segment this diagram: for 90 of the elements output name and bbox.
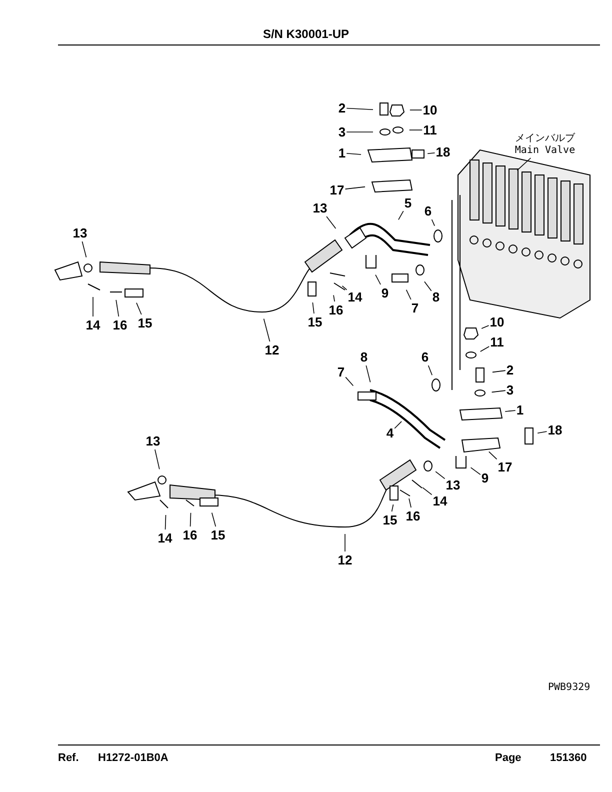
leader-line [375,274,381,285]
callout-number: 17 [330,182,344,198]
callout-number: 10 [490,314,504,330]
callout-number: 9 [381,286,389,300]
leader-line [333,294,335,302]
callout-number: 7 [411,300,419,316]
leader-line [164,514,166,530]
leader-line [406,289,412,300]
leader-line [435,471,446,480]
callout-number: 5 [404,196,412,210]
leader-line [504,410,516,412]
callout-number: 18 [436,144,450,160]
leader-line [398,210,404,220]
part-name-line: メインバルブ [514,133,576,145]
callout-number: 15 [382,512,398,528]
leader-line [136,302,142,315]
callout-number: 17 [498,460,512,474]
callout-number: 2 [338,100,346,116]
callout-number: 6 [424,204,432,218]
callout-number: 13 [312,200,328,216]
callout-number: 16 [112,318,128,332]
leader-line [263,318,270,342]
leader-line [154,449,160,470]
callout-number: 11 [490,334,504,350]
page-title: S/N K30001-UP [262,27,350,41]
callout-number: 6 [421,350,429,364]
leader-line [470,467,481,475]
leader-line [431,219,435,226]
callout-number: 8 [360,350,368,364]
leader-line [92,296,94,317]
leader-line [537,431,548,434]
callout-number: 13 [72,226,88,240]
leader-line [480,346,490,352]
callout-number: 2 [506,362,514,378]
callout-number: 16 [406,508,420,524]
callout-number: 15 [308,314,322,330]
callout-number: 13 [446,478,460,492]
callout-number: 12 [338,552,352,568]
callout-number: 14 [348,290,362,304]
page-number: 151360 [550,752,587,764]
leader-line [211,512,216,527]
callout-number: 9 [481,470,489,486]
leader-line [82,241,87,258]
part-name-line: Main Valve [514,145,576,157]
callout-number: 15 [210,528,226,542]
callout-number: 8 [432,290,440,304]
leader-line [190,512,192,527]
callout-number: 7 [337,364,345,380]
leader-line [427,152,436,154]
callout-number: 1 [338,146,346,160]
leader-line [394,421,402,429]
callout-number: 1 [516,402,524,418]
leader-line [408,498,412,508]
callout-number: 16 [182,528,198,542]
leader-line [345,376,354,386]
leader-line [422,487,432,496]
callout-number: 14 [158,530,172,546]
reference-number: H1272-01B0A [98,752,168,764]
callout-number: 16 [328,302,344,318]
leader-line [481,325,490,329]
leader-line [516,158,532,171]
callout-number: 15 [138,316,152,330]
callout-number: 14 [86,318,100,332]
callout-number: 18 [548,422,562,438]
leader-line [346,152,362,155]
callout-number: 11 [423,122,437,138]
leader-line [391,504,394,512]
callout-number: 12 [264,342,280,358]
leader-line [366,365,371,383]
leader-line [492,370,506,373]
callout-number: 13 [146,434,160,448]
leader-line [491,390,506,393]
leader-line [344,186,366,190]
leader-line [344,534,346,552]
callout-number: 4 [386,426,394,440]
leader-line [488,451,498,460]
footer-label: Page [495,752,522,764]
callout-number: 3 [338,124,346,140]
leader-line [326,216,336,229]
leader-line [428,365,432,376]
callout-number: 14 [432,494,448,508]
leader-line [312,302,314,314]
footer-label: Ref. [58,752,79,764]
leader-line [346,108,374,110]
callout-number: 3 [506,382,514,398]
drawing-code: PWB9329 [548,682,590,693]
leader-line [424,281,432,292]
callout-number: 10 [422,102,438,118]
leader-line [116,300,120,317]
leader-line [342,286,348,290]
